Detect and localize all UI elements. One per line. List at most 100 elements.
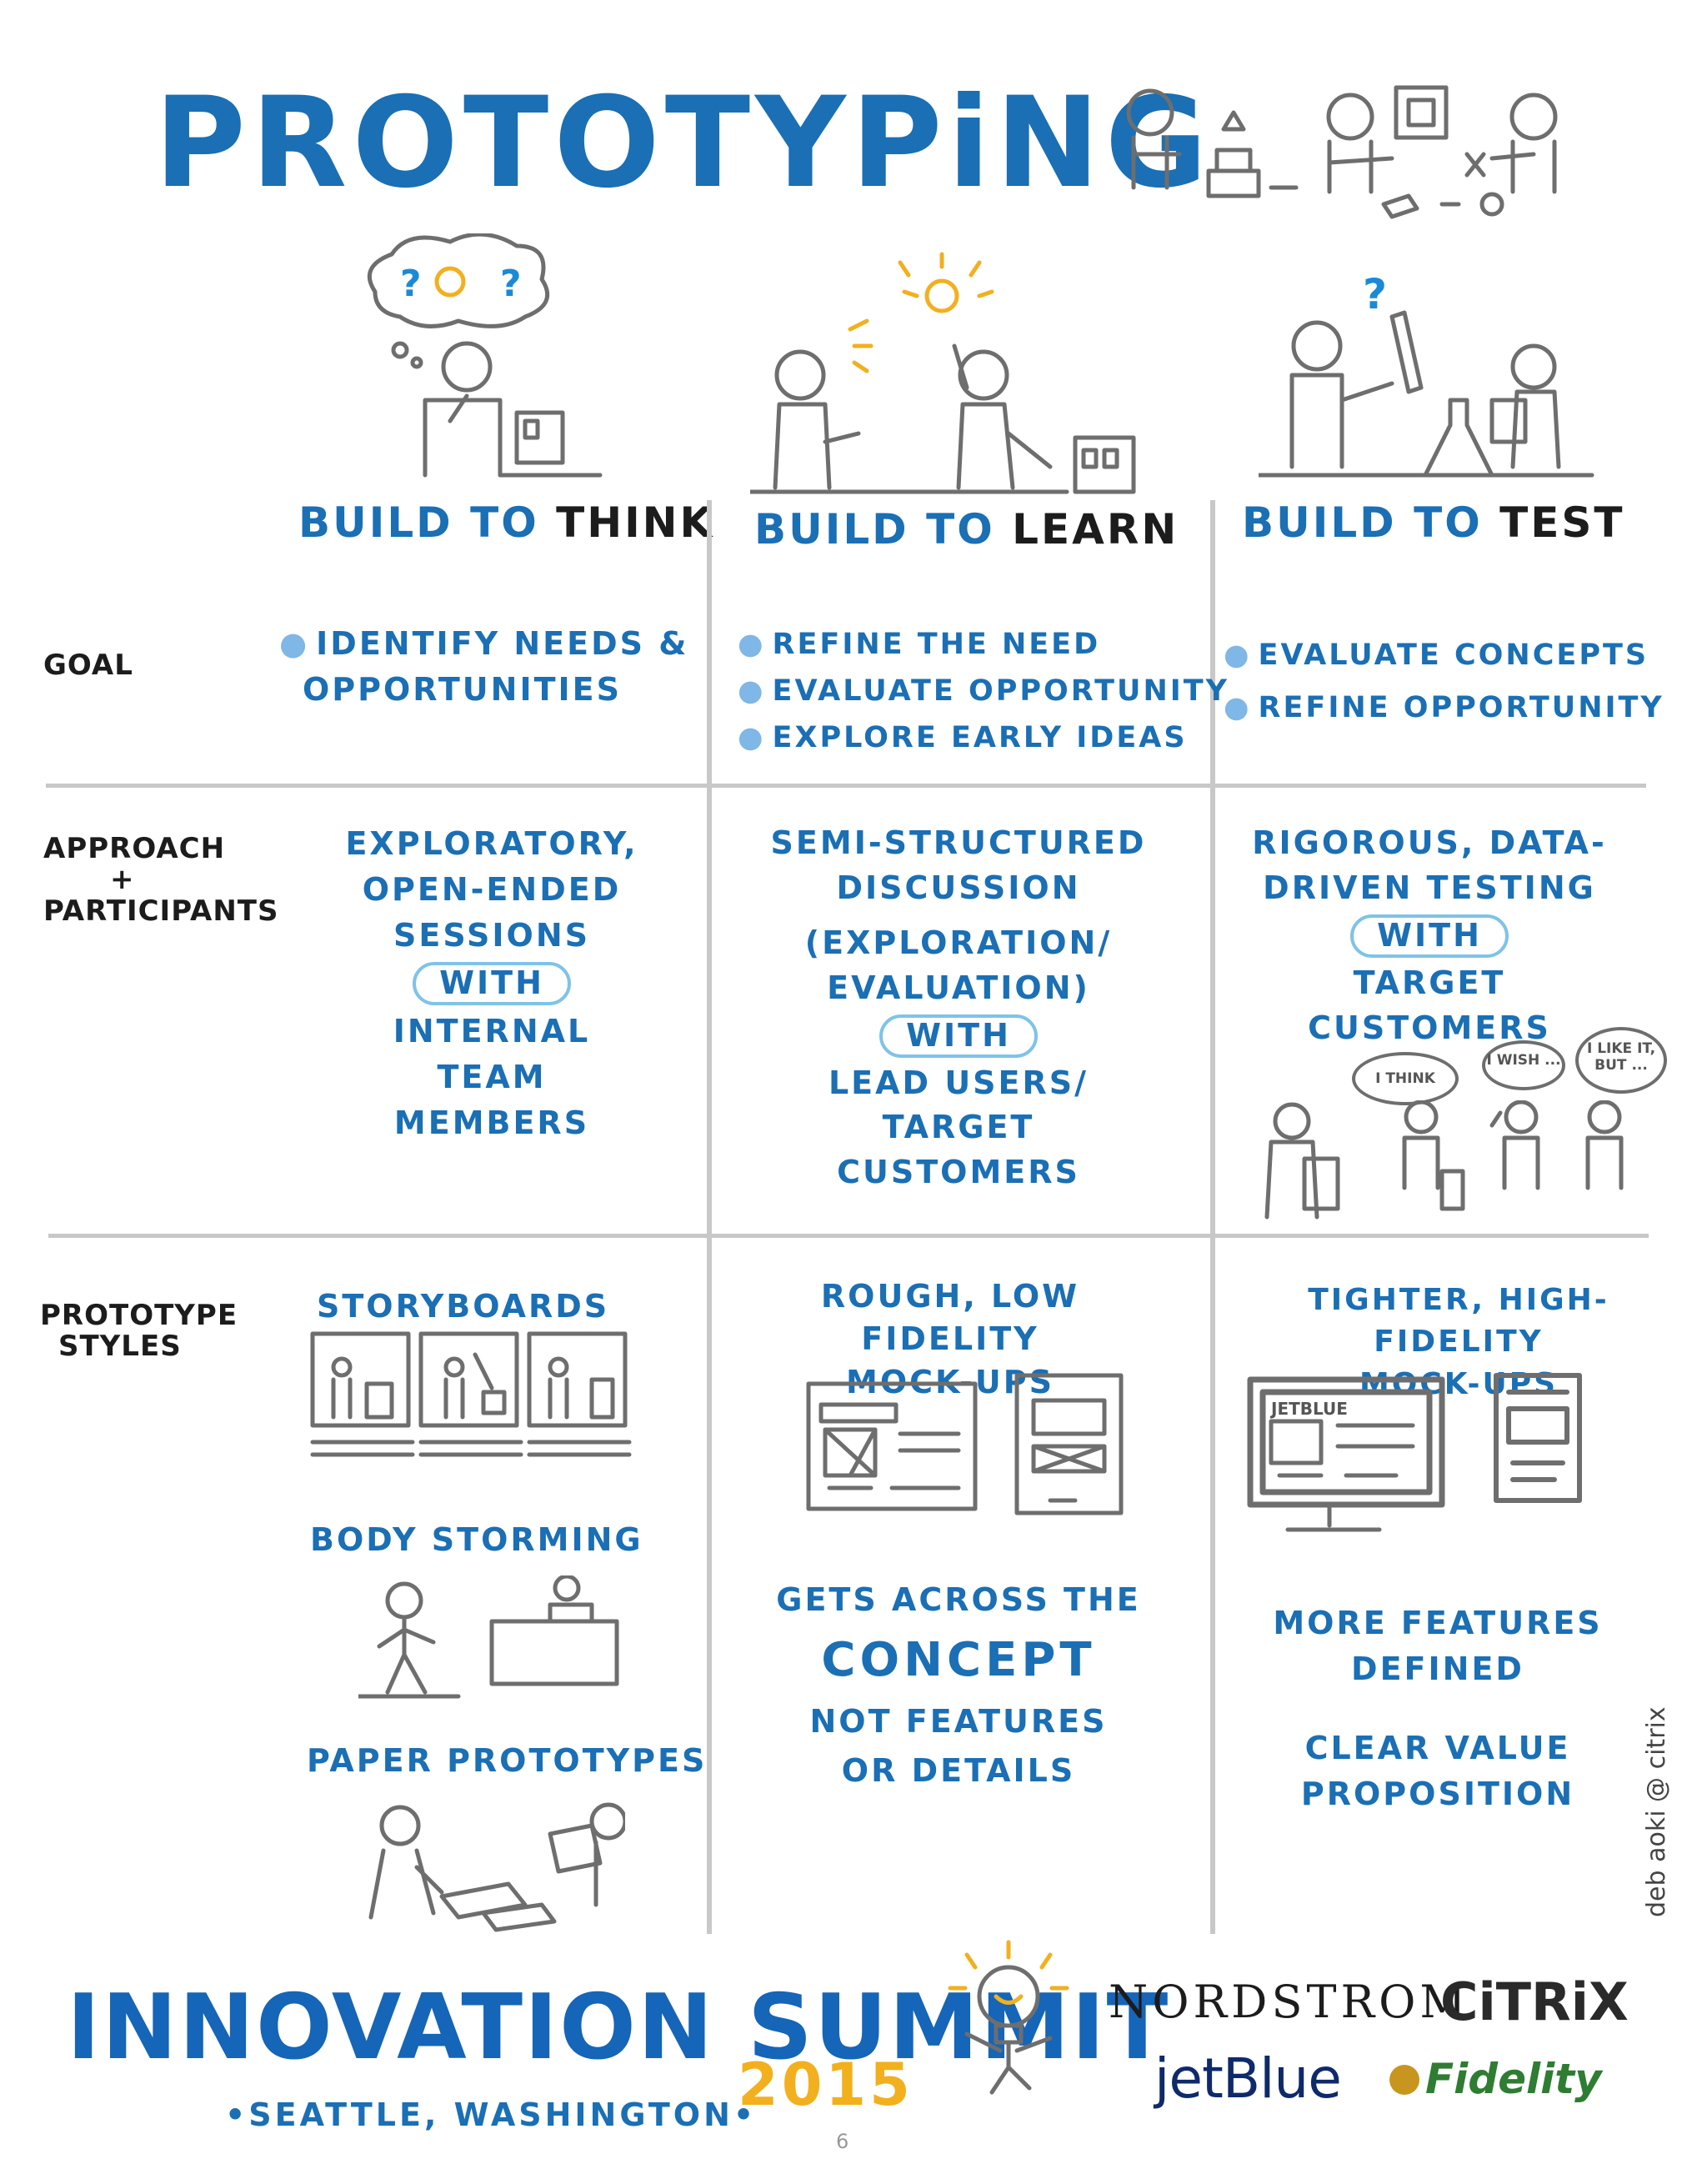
goal-think-line-1: IDENTIFY NEEDS & (316, 625, 689, 662)
test-mockups-line-2: MOCK-UPS (1359, 1366, 1559, 1401)
summit-location: •SEATTLE, WASHINGTON• (225, 2096, 758, 2133)
goal-think: ●IDENTIFY NEEDS & OPPORTUNITIES (279, 621, 688, 713)
approach-think-line-3: SESSIONS (393, 917, 590, 954)
fidelity-logo: Fidelity (1425, 2055, 1602, 2103)
column-header-test: BUILD TO TEST (1242, 498, 1625, 547)
approach-think-line-5: TEAM (437, 1059, 547, 1096)
goal-test-item-2: REFINE OPPORTUNITY (1258, 691, 1664, 724)
svg-text:JETBLUE: JETBLUE (1269, 1399, 1348, 1419)
low-fidelity-mockups-illustration (806, 1373, 1124, 1515)
concept-line-3: NOT FEATURES (809, 1702, 1108, 1740)
goal-test: ●EVALUATE CONCEPTS ●REFINE OPPORTUNITY (1224, 629, 1664, 734)
column-header-think-prefix: BUILD TO (298, 498, 539, 547)
goal-learn-item-1: REFINE THE NEED (772, 628, 1101, 661)
column-header-learn: BUILD TO LEARN (754, 505, 1179, 554)
paper-prototypes-illustration (368, 1802, 625, 1932)
approach-learn-line-1: SEMI-STRUCTURED (770, 824, 1147, 861)
grid-divider-2 (1210, 500, 1215, 1934)
nordstrom-logo: NORDSTROM (1109, 1976, 1470, 2028)
storyboards-illustration (310, 1331, 632, 1457)
with-badge: WITH (1350, 914, 1509, 958)
approach-learn: SEMI-STRUCTURED DISCUSSION (EXPLORATION/… (733, 821, 1184, 1195)
citrix-logo: CiTRiX (1440, 1971, 1629, 2032)
bullet-icon: ● (1224, 639, 1252, 672)
grid-divider-1 (707, 500, 712, 1934)
test-users-illustration (1264, 1100, 1624, 1220)
approach-learn-line-4: EVALUATION) (827, 969, 1090, 1006)
speech-bubble-i-like: I LIKE IT, BUT ... (1575, 1027, 1667, 1094)
svg-text:?: ? (400, 263, 422, 305)
paper-prototypes-label: PAPER PROTOTYPES (307, 1742, 708, 1779)
column-header-test-word: TEST (1499, 498, 1625, 547)
approach-think-line-2: OPEN-ENDED (362, 871, 622, 909)
approach-learn-line-7: CUSTOMERS (837, 1154, 1080, 1191)
concept-line-1: GETS ACROSS THE (776, 1581, 1141, 1618)
svg-text:?: ? (1363, 270, 1387, 318)
row-label-styles: PROTOTYPE STYLES (40, 1300, 238, 1363)
test-illustration: ? (1259, 270, 1594, 478)
header-people-illustration (1126, 85, 1558, 219)
concept-line-4: OR DETAILS (841, 1751, 1076, 1789)
column-header-test-prefix: BUILD TO (1242, 498, 1483, 547)
test-features-text: MORE FEATURES DEFINED (1242, 1600, 1634, 1692)
lightbulb-mascot-icon (948, 1940, 1069, 2095)
bullet-icon: ● (738, 674, 766, 708)
row-label-approach-2: + (110, 863, 135, 897)
bullet-icon: ● (279, 625, 310, 662)
learn-concept-text: GETS ACROSS THE CONCEPT NOT FEATURES OR … (733, 1575, 1184, 1795)
with-badge: WITH (413, 962, 571, 1005)
page-title: PROTOTYPiNG (154, 71, 1213, 216)
grid-row-divider-1 (46, 784, 1646, 788)
concept-line-2: CONCEPT (821, 1632, 1096, 1687)
fidelity-sun-icon (1389, 2065, 1419, 2095)
goal-think-line-2: OPPORTUNITIES (303, 671, 622, 709)
test-mockups-line-1: TIGHTER, HIGH-FIDELITY (1308, 1283, 1609, 1360)
goal-learn-item-3: EXPLORE EARLY IDEAS (772, 721, 1188, 754)
approach-think: EXPLORATORY, OPEN-ENDED SESSIONS WITH IN… (325, 821, 658, 1146)
approach-learn-line-5: LEAD USERS/ (828, 1064, 1089, 1101)
page-number: 6 (836, 2130, 849, 2153)
row-label-approach-1: APPROACH (43, 832, 226, 865)
approach-learn-line-6: TARGET (882, 1109, 1035, 1146)
innovation-summit-logo: INNOVATION SUMMIT (67, 1976, 1170, 2080)
think-illustration: ? ? (367, 233, 603, 478)
bullet-icon: ● (738, 628, 766, 661)
svg-text:?: ? (500, 263, 522, 305)
value-line-1: CLEAR VALUE (1304, 1730, 1571, 1766)
value-line-2: PROPOSITION (1300, 1776, 1575, 1813)
approach-learn-line-2: DISCUSSION (836, 869, 1081, 906)
bodystorming-label: BODY STORMING (310, 1521, 643, 1558)
goal-learn-item-2: EVALUATE OPPORTUNITY (772, 674, 1230, 708)
high-fidelity-mockups-illustration: JETBLUE (1247, 1373, 1582, 1532)
jetblue-logo: jetBlue (1154, 2046, 1342, 2111)
row-label-approach: APPROACH + PARTICIPANTS (43, 832, 279, 928)
grid-row-divider-2 (48, 1234, 1649, 1238)
column-header-learn-prefix: BUILD TO (754, 505, 995, 554)
approach-think-line-1: EXPLORATORY, (345, 825, 638, 862)
approach-test-line-2: DRIVEN TESTING (1263, 869, 1596, 906)
test-mockups-label: TIGHTER, HIGH-FIDELITY MOCK-UPS (1234, 1280, 1684, 1405)
test-value-text: CLEAR VALUE PROPOSITION (1242, 1726, 1634, 1817)
row-label-styles-2: STYLES (58, 1330, 182, 1364)
approach-test-line-1: RIGOROUS, DATA- (1252, 824, 1607, 861)
learn-illustration (750, 252, 1136, 494)
column-header-learn-word: LEARN (1012, 505, 1179, 554)
learn-mockups-label: ROUGH, LOW FIDELITY MOCK-UPS (733, 1275, 1167, 1404)
features-line-2: DEFINED (1351, 1651, 1524, 1688)
row-label-styles-1: PROTOTYPE (40, 1299, 238, 1332)
approach-think-line-6: MEMBERS (393, 1105, 590, 1142)
approach-learn-line-3: (EXPLORATION/ (804, 924, 1113, 961)
row-label-approach-3: PARTICIPANTS (43, 894, 279, 928)
approach-test-line-4: CUSTOMERS (1308, 1009, 1551, 1046)
storyboards-label: STORYBOARDS (317, 1288, 610, 1325)
column-header-think: BUILD TO THINK (298, 498, 714, 547)
with-badge: WITH (879, 1014, 1038, 1058)
approach-think-line-4: INTERNAL (393, 1012, 591, 1049)
bullet-icon: ● (738, 721, 766, 754)
goal-test-item-1: EVALUATE CONCEPTS (1258, 639, 1649, 672)
artist-credit: deb aoki @ citrix (1642, 1706, 1671, 1917)
column-header-think-word: THINK (556, 498, 715, 547)
goal-learn: ●REFINE THE NEED ●EVALUATE OPPORTUNITY ●… (738, 621, 1229, 761)
features-line-1: MORE FEATURES (1273, 1605, 1603, 1641)
approach-test-line-3: TARGET (1353, 964, 1506, 1001)
